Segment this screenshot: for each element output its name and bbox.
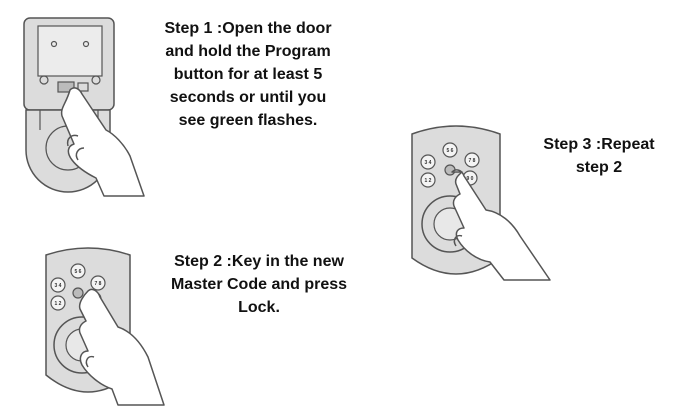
- keypad-label: 9 0: [467, 176, 474, 182]
- step-1-instruction: Step 1 :Open the door and hold the Progr…: [164, 20, 332, 129]
- keypad-key-7-8: [464, 152, 480, 168]
- keypad-key-5-6: [70, 263, 86, 279]
- keypad-key-1-2: [50, 295, 66, 311]
- keypad-key-7-8: [90, 275, 106, 291]
- lock-button: [72, 287, 84, 299]
- keypad-label: 3 4: [425, 160, 432, 166]
- keypad-label: 1 2: [425, 178, 432, 184]
- keypad-key-3-4: [420, 154, 436, 170]
- program-button: [57, 81, 75, 93]
- keypad-label: 7 8: [95, 281, 102, 287]
- keypad-key-1-2: [420, 172, 436, 188]
- keypad-label: 3 4: [55, 283, 62, 289]
- step-2-instruction: Step 2 :Key in the new Master Code and p…: [170, 253, 348, 316]
- keypad-label: 5 6: [75, 269, 82, 275]
- keypad-key-5-6: [442, 142, 458, 158]
- keypad-step3-illustration: 5 6 7 8 3 4 9 0 1 2: [411, 125, 551, 281]
- keypad-label: 5 6: [447, 148, 454, 154]
- hand-icon: [60, 87, 145, 197]
- keypad-step2-illustration: 5 6 7 8 3 4 9 0 1 2: [45, 247, 165, 406]
- keypad-label: 7 8: [469, 158, 476, 164]
- hand-icon: [78, 288, 165, 406]
- lock-interior-illustration: [23, 17, 145, 197]
- step-3-instruction: Step 3 :Repeat step 2: [543, 136, 655, 176]
- keypad-key-3-4: [50, 277, 66, 293]
- keypad-label: 1 2: [55, 301, 62, 307]
- hand-icon: [451, 169, 551, 281]
